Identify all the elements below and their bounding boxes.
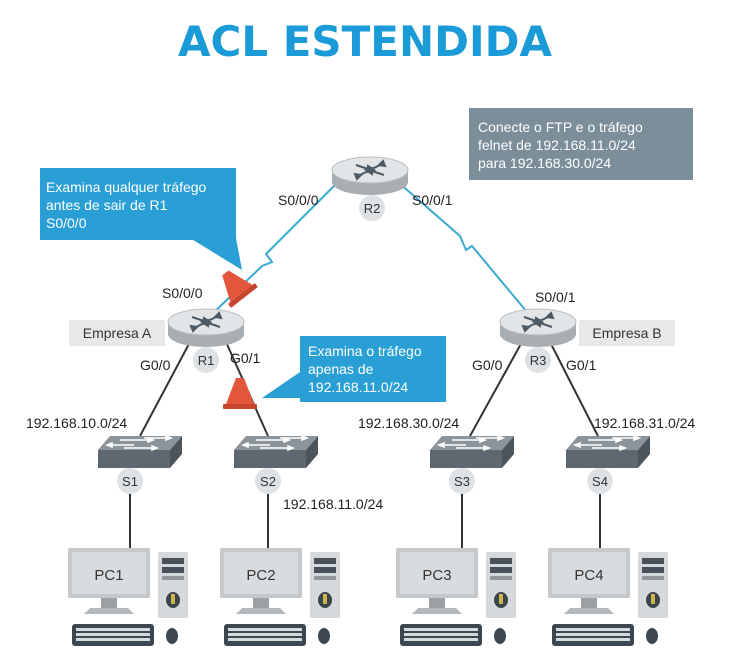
switch-s1-label: S1	[122, 474, 138, 489]
router-r1	[167, 308, 245, 348]
pc-pc1	[68, 548, 188, 646]
switch-s1-badge	[117, 468, 143, 494]
switch-s1	[97, 435, 183, 469]
note-line-2: felnet de 192.168.11.0/24	[478, 137, 636, 153]
site-tag-b	[579, 320, 675, 346]
network-label-s4: 192.168.31.0/24	[594, 415, 695, 431]
network-label-s2: 192.168.11.0/24	[283, 496, 383, 512]
link-r3-s4	[549, 341, 599, 437]
note-box: Conecte o FTP e o tráfego felnet de 192.…	[469, 108, 693, 180]
callout-r1-serial-line-1: Examina qualquer tráfego	[46, 179, 207, 195]
router-r2-badge	[359, 195, 385, 221]
r3-if-serial: S0/0/1	[535, 289, 576, 305]
r1-if-serial: S0/0/0	[162, 285, 203, 301]
site-tag-b-text: Empresa B	[592, 325, 661, 341]
callout-r1-serial-line-3: S0/0/0	[46, 215, 87, 231]
switch-s4-label: S4	[592, 474, 608, 489]
callout-r1-serial-line-2: antes de sair de R1	[46, 197, 168, 213]
router-r1-badge	[193, 347, 219, 373]
site-tag-a-text: Empresa A	[83, 325, 152, 341]
switch-s2	[233, 435, 319, 469]
callout-r1-g01-line-2: apenas de	[308, 361, 374, 377]
r1-if-left: G0/0	[140, 357, 171, 373]
r3-if-left: G0/0	[472, 357, 503, 373]
router-r2-label: R2	[364, 201, 381, 216]
callout-r1-serial: Examina qualquer tráfego antes de sair d…	[40, 168, 242, 270]
router-r3	[499, 308, 577, 348]
pc-pc2-label: PC2	[246, 567, 275, 584]
acl-marker-g01	[223, 378, 257, 409]
page-title: ACL ESTENDIDA	[178, 17, 552, 66]
switch-s2-label: S2	[260, 474, 276, 489]
pc-pc3-label: PC3	[422, 567, 451, 584]
r1-if-right: G0/1	[230, 350, 261, 366]
pc-pc4	[548, 548, 668, 646]
router-r3-badge	[525, 347, 551, 373]
note-line-1: Conecte o FTP e o tráfego	[478, 119, 643, 135]
pc-pc2	[220, 548, 340, 646]
switch-s4-badge	[587, 468, 613, 494]
callout-r1-g01: Examina o tráfego apenas de 192.168.11.0…	[262, 336, 446, 402]
pc-pc4-label: PC4	[574, 567, 603, 584]
callout-r1-g01-line-3: 192.168.11.0/24	[308, 379, 408, 395]
router-r1-label: R1	[198, 353, 215, 368]
link-r3-s3	[469, 341, 523, 437]
r2-if-right: S0/0/1	[412, 192, 453, 208]
switch-s4	[565, 435, 651, 469]
note-line-3: para 192.168.30.0/24	[478, 155, 611, 171]
pc-pc3	[396, 548, 516, 646]
r3-if-right: G0/1	[566, 357, 597, 373]
switch-s3	[429, 435, 515, 469]
switch-s2-badge	[255, 468, 281, 494]
switch-s3-badge	[449, 468, 475, 494]
callout-r1-g01-line-1: Examina o tráfego	[308, 343, 422, 359]
link-r1-s1	[139, 341, 191, 437]
site-tag-a	[69, 320, 165, 346]
serial-link-r2-r3	[397, 181, 533, 319]
network-label-s3: 192.168.30.0/24	[358, 415, 459, 431]
router-r2	[331, 156, 409, 196]
r2-if-left: S0/0/0	[278, 192, 319, 208]
network-label-s1: 192.168.10.0/24	[26, 415, 127, 431]
pc-pc1-label: PC1	[94, 567, 123, 584]
switch-s3-label: S3	[454, 474, 470, 489]
router-r3-label: R3	[530, 353, 547, 368]
acl-marker-serial	[211, 262, 258, 308]
